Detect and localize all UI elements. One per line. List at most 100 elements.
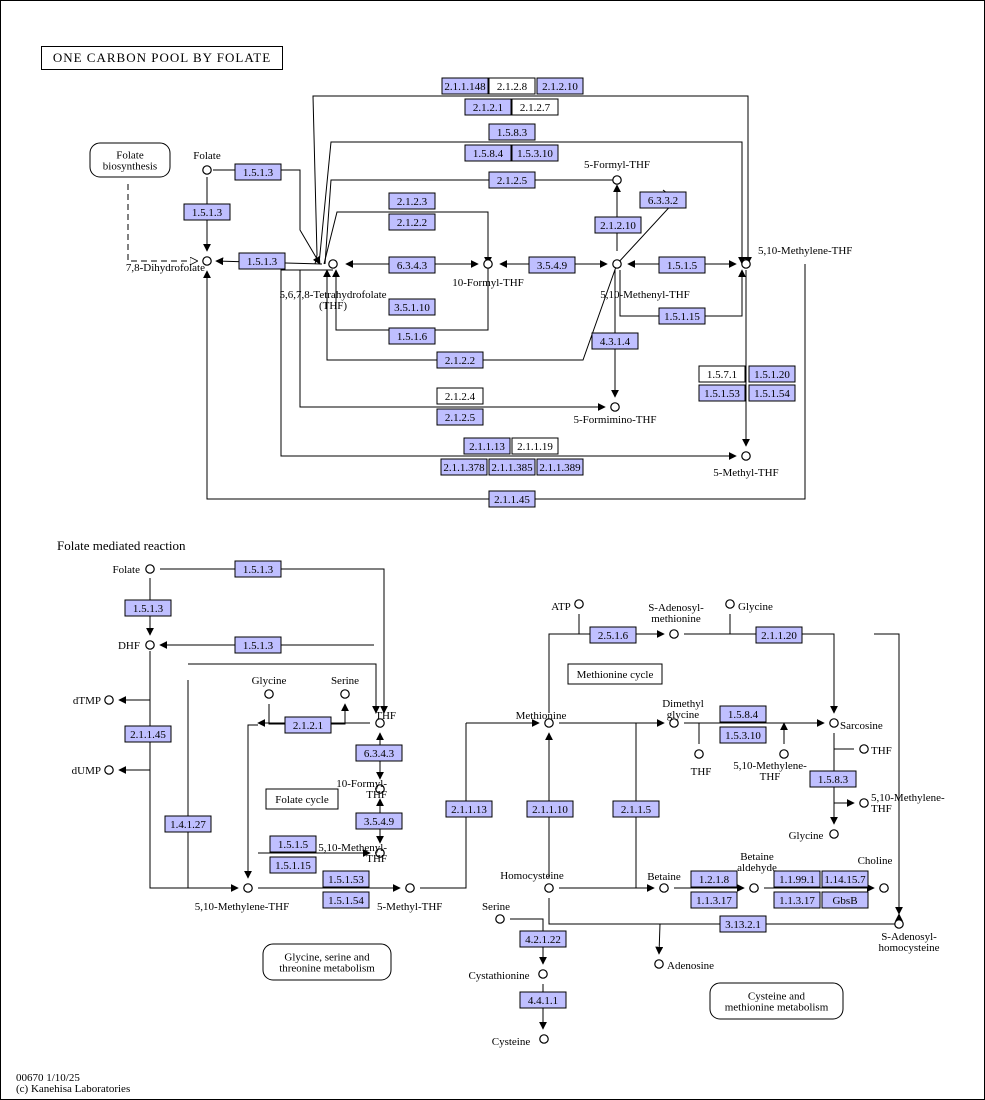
enzyme-box[interactable]: 3.5.4.9 — [528, 256, 576, 274]
enzyme-box[interactable]: 1.5.1.15 — [658, 307, 706, 325]
compound-node[interactable]: 5,10-Methylene-THF — [195, 883, 289, 913]
compound-node[interactable]: Sarcosine — [829, 718, 883, 732]
enzyme-box[interactable]: 1.5.1.5 — [269, 835, 317, 853]
compound-node[interactable]: Cysteine — [492, 1034, 549, 1048]
enzyme-box[interactable]: 6.3.3.2 — [639, 191, 687, 209]
enzyme-box[interactable]: 2.1.2.5 — [488, 171, 536, 189]
compound-node[interactable]: Serine — [331, 675, 359, 699]
compound-node[interactable]: THF — [375, 710, 396, 728]
enzyme-box[interactable]: 1.5.1.53 — [698, 384, 746, 402]
enzyme-box[interactable]: 1.14.15.7 — [821, 870, 869, 888]
enzyme-box[interactable]: 1.5.1.54 — [748, 384, 796, 402]
enzyme-box[interactable]: 2.1.2.2 — [436, 351, 484, 369]
enzyme-box[interactable]: 1.2.1.8 — [690, 870, 738, 888]
enzyme-box[interactable]: 2.1.1.45 — [124, 725, 172, 743]
enzyme-box[interactable]: 2.1.2.1 — [284, 716, 332, 734]
enzyme-box[interactable]: 2.1.2.5 — [436, 408, 484, 426]
enzyme-box[interactable]: 2.1.2.10 — [536, 77, 584, 95]
compound-node[interactable]: 5-Formimino-THF — [573, 402, 657, 426]
compound-node[interactable]: S-Adenosyl-methionine — [648, 602, 704, 639]
enzyme-box[interactable]: 1.5.8.3 — [809, 770, 857, 788]
enzyme-box[interactable]: 1.5.1.15 — [269, 856, 317, 874]
enzyme-box[interactable]: 2.1.1.5 — [612, 800, 660, 818]
compound-node[interactable]: Betaine — [647, 871, 681, 893]
enzyme-box[interactable]: 1.1.3.17 — [690, 891, 738, 909]
compound-node[interactable]: Adenosine — [654, 959, 714, 972]
enzyme-box[interactable]: 2.1.1.10 — [526, 800, 574, 818]
enzyme-box[interactable]: 2.1.1.385 — [488, 458, 536, 476]
compound-node[interactable]: 10-Formyl-THF — [336, 778, 387, 801]
enzyme-box[interactable]: 1.5.1.53 — [322, 870, 370, 888]
enzyme-box[interactable]: 6.3.4.3 — [355, 744, 403, 762]
enzyme-box[interactable]: 2.1.1.389 — [536, 458, 584, 476]
enzyme-box[interactable]: 2.1.2.7 — [511, 98, 559, 116]
enzyme-box[interactable]: 4.3.1.4 — [591, 332, 639, 350]
compound-node[interactable]: Cystathionine — [468, 969, 548, 982]
enzyme-box[interactable]: 6.3.4.3 — [388, 256, 436, 274]
compound-node[interactable]: Glycine — [789, 829, 839, 842]
compound-node[interactable]: 5,6,7,8-Tetrahydrofolate(THF) — [279, 259, 387, 312]
enzyme-box[interactable]: 3.13.2.1 — [719, 915, 767, 933]
enzyme-box[interactable]: 2.1.2.8 — [488, 77, 536, 95]
enzyme-box[interactable]: 1.5.8.4 — [719, 705, 767, 723]
enzyme-box[interactable]: 1.5.3.10 — [511, 144, 559, 162]
enzyme-box[interactable]: 2.1.2.10 — [594, 216, 642, 234]
compound-node[interactable]: 5,10-Methenyl-THF — [318, 842, 387, 865]
enzyme-box[interactable]: 1.5.1.3 — [234, 636, 282, 654]
compound-node[interactable]: 5,10-Methylene-THF — [859, 792, 945, 815]
enzyme-box[interactable]: 1.5.7.1 — [698, 365, 746, 383]
enzyme-box[interactable]: 1.4.1.27 — [164, 815, 212, 833]
enzyme-box[interactable]: 1.5.1.3 — [238, 252, 286, 270]
compound-node[interactable]: THF — [691, 749, 712, 778]
enzyme-box[interactable]: 1.1.99.1 — [773, 870, 821, 888]
enzyme-box[interactable]: 2.1.1.148 — [441, 77, 489, 95]
enzyme-box[interactable]: 2.1.2.1 — [464, 98, 512, 116]
enzyme-box[interactable]: 1.1.3.17 — [773, 891, 821, 909]
pathway-map-link[interactable]: Methionine cycle — [567, 663, 663, 685]
enzyme-box[interactable]: 1.5.1.3 — [124, 599, 172, 617]
compound-node[interactable]: THF — [859, 744, 892, 757]
enzyme-box[interactable]: GbsB — [821, 891, 869, 909]
enzyme-box[interactable]: 2.1.2.2 — [388, 213, 436, 231]
enzyme-box[interactable]: 4.2.1.22 — [519, 930, 567, 948]
enzyme-box[interactable]: 1.5.8.4 — [464, 144, 512, 162]
compound-node[interactable]: dTMP — [73, 695, 114, 707]
compound-node[interactable]: Glycine — [725, 599, 773, 613]
enzyme-box[interactable]: 1.5.1.5 — [658, 256, 706, 274]
enzyme-box[interactable]: 2.1.1.45 — [488, 490, 536, 508]
enzyme-box[interactable]: 2.1.1.378 — [440, 458, 488, 476]
compound-node[interactable]: 5,10-Methenyl-THF — [600, 259, 690, 301]
compound-node[interactable]: ATP — [551, 599, 584, 613]
compound-node[interactable]: Serine — [482, 901, 510, 924]
compound-node[interactable]: S-Adenosyl-homocysteine — [878, 919, 940, 954]
pathway-map-link[interactable]: Folate cycle — [265, 788, 339, 810]
enzyme-box[interactable]: 2.1.1.19 — [511, 437, 559, 455]
enzyme-box[interactable]: 1.5.1.3 — [183, 203, 231, 221]
enzyme-box[interactable]: 2.1.2.3 — [388, 192, 436, 210]
enzyme-box[interactable]: 1.5.3.10 — [719, 726, 767, 744]
compound-node[interactable]: Methionine — [516, 710, 567, 728]
compound-node[interactable]: DHF — [118, 640, 155, 652]
compound-node[interactable]: Folate — [113, 564, 155, 576]
compound-node[interactable]: Homocysteine — [500, 870, 564, 893]
compound-node[interactable]: dUMP — [72, 765, 114, 777]
compound-node[interactable]: 5-Formyl-THF — [584, 159, 650, 185]
compound-node[interactable]: Choline — [858, 855, 893, 893]
enzyme-box[interactable]: 4.4.1.1 — [519, 991, 567, 1009]
enzyme-box[interactable]: 1.5.1.54 — [322, 891, 370, 909]
enzyme-box[interactable]: 1.5.1.20 — [748, 365, 796, 383]
compound-node[interactable]: 7,8-Dihydrofolate — [126, 256, 212, 274]
enzyme-box[interactable]: 1.5.8.3 — [488, 123, 536, 141]
compound-node[interactable]: 10-Formyl-THF — [452, 259, 524, 289]
compound-node[interactable]: 5,10-Methylene-THF — [733, 749, 807, 783]
enzyme-box[interactable]: 2.1.1.20 — [755, 626, 803, 644]
enzyme-box[interactable]: 2.1.1.13 — [463, 437, 511, 455]
enzyme-box[interactable]: 3.5.4.9 — [355, 812, 403, 830]
enzyme-box[interactable]: 1.5.1.6 — [388, 327, 436, 345]
compound-node[interactable]: Folate — [193, 150, 221, 175]
